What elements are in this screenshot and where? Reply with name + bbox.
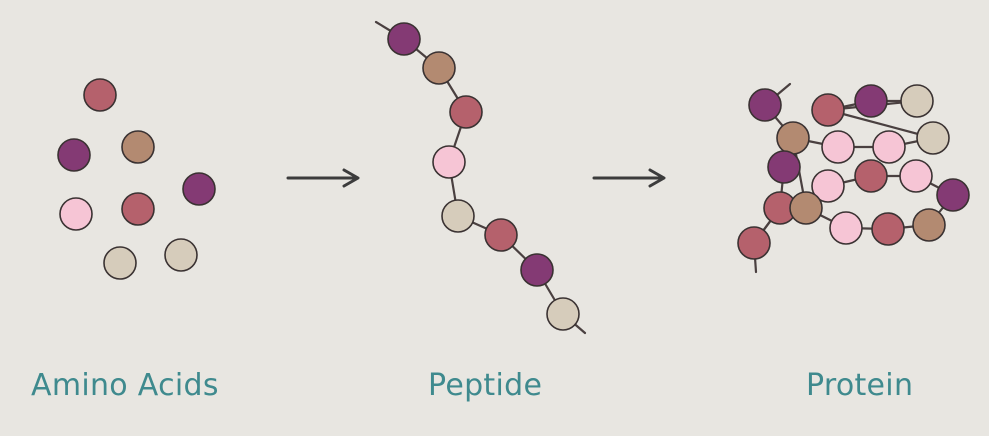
amino-acid-purple (936, 178, 970, 212)
amino-acid-purple (748, 88, 782, 122)
amino-acid-rose (854, 159, 888, 193)
amino-acids-label: Amino Acids (31, 368, 219, 403)
amino-acid-pink (432, 145, 466, 179)
protein-fold-group (737, 82, 970, 274)
amino-acid-beige (916, 121, 950, 155)
amino-acid-pink (872, 130, 906, 164)
amino-acid-purple (520, 253, 554, 287)
amino-acid-purple (387, 22, 421, 56)
amino-acid-pink (59, 197, 93, 231)
amino-acid-beige (900, 84, 934, 118)
peptide-chain-group (374, 20, 587, 335)
amino-acid-beige (164, 238, 198, 272)
peptide-bond (826, 108, 935, 140)
amino-acid-purple (182, 172, 216, 206)
amino-acid-tan (776, 121, 810, 155)
arrow-head (342, 168, 360, 188)
right-arrow-icon (286, 168, 360, 188)
amino-acid-pink (899, 159, 933, 193)
amino-acid-purple (57, 138, 91, 172)
amino-acid-rose (871, 212, 905, 246)
amino-acid-pink (811, 169, 845, 203)
arrow-head (648, 168, 666, 188)
right-arrow-icon (592, 168, 666, 188)
amino-acid-rose (83, 78, 117, 112)
amino-acid-pink (821, 130, 855, 164)
amino-acids-group (57, 78, 216, 280)
amino-acid-purple (854, 84, 888, 118)
amino-acid-beige (441, 199, 475, 233)
amino-acid-tan (789, 191, 823, 225)
peptide-label: Peptide (428, 368, 543, 403)
amino-acid-rose (811, 93, 845, 127)
amino-acid-pink (829, 211, 863, 245)
amino-acid-tan (422, 51, 456, 85)
amino-acid-tan (121, 130, 155, 164)
amino-acid-beige (546, 297, 580, 331)
amino-acid-rose (121, 192, 155, 226)
amino-acid-purple (767, 150, 801, 184)
amino-acid-rose (449, 95, 483, 129)
amino-acid-beige (103, 246, 137, 280)
amino-acid-rose (737, 226, 771, 260)
protein-label: Protein (806, 368, 914, 403)
amino-acid-rose (484, 218, 518, 252)
amino-acid-tan (912, 208, 946, 242)
